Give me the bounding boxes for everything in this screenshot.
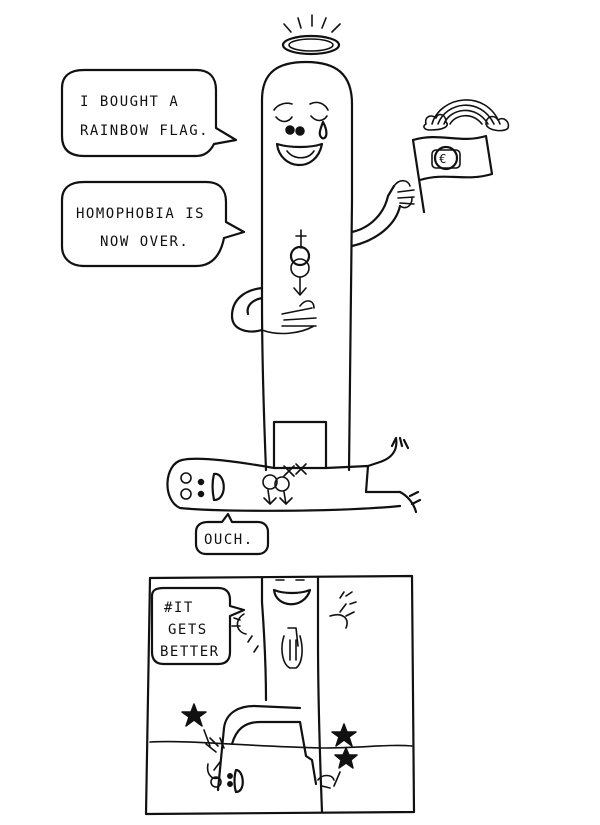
star-icon: [181, 703, 207, 727]
flag-icon: €: [411, 134, 494, 214]
bubble-3-text: OUCH.: [204, 532, 254, 548]
bottom-panel: #IT GETS BETTER: [144, 574, 416, 816]
star-icon: [331, 723, 357, 747]
halo-icon: [281, 14, 341, 56]
star-icon: [334, 747, 358, 769]
rainbow-icon: [423, 99, 510, 132]
bubble-1-line-1: I BOUGHT A: [80, 94, 179, 110]
speech-bubble-3: OUCH.: [194, 512, 270, 556]
hashtag-line-1: #IT: [164, 600, 194, 616]
bubble-1-line-2: RAINBOW FLAG.: [80, 123, 209, 139]
speech-bubble-2: HOMOPHOBIA IS NOW OVER.: [60, 180, 246, 268]
bubble-2-line-2: NOW OVER.: [100, 234, 189, 250]
speech-bubble-1: I BOUGHT A RAINBOW FLAG.: [60, 68, 238, 158]
lying-character: [166, 436, 422, 514]
speech-bubble-hashtag: #IT GETS BETTER: [150, 586, 246, 666]
hashtag-line-2: GETS: [168, 622, 208, 638]
flag-symbol: €: [439, 151, 448, 166]
hashtag-line-3: BETTER: [160, 644, 220, 660]
tall-character: [230, 60, 415, 472]
bubble-2-line-1: HOMOPHOBIA IS: [76, 206, 205, 222]
top-scene: € I BOUGHT A RAINBOW FLAG. HOMOPHOBIA IS…: [60, 14, 510, 556]
